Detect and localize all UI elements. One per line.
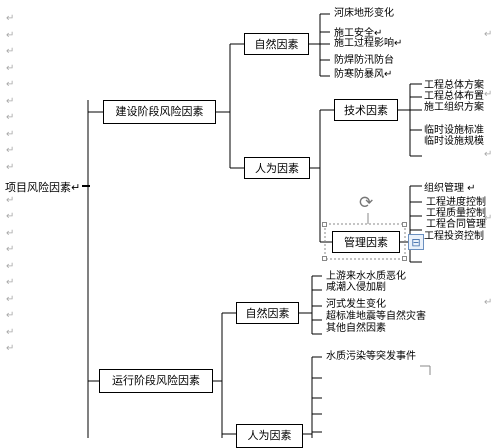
leaf-other-natural-factors: 其他自然因素 [326, 323, 386, 334]
paragraph-mark: ↵ [6, 261, 15, 272]
paragraph-mark: ↵ [6, 211, 15, 222]
paragraph-mark: ↵ [484, 297, 493, 308]
leaf-upstream-water-quality: 上游来水水质恶化 [326, 271, 406, 282]
rotate-handle-icon[interactable]: ⟳ [359, 193, 374, 213]
node-technical-factors[interactable]: 技术因素 [334, 99, 398, 121]
leaf-contract-management: 工程合同管理 [426, 219, 486, 230]
node-operation-human[interactable]: 人为因素 [236, 424, 303, 448]
paragraph-mark: ↵ [6, 112, 15, 123]
leaf-earthquake-disasters: 超标准地震等自然灾害 [326, 311, 426, 322]
leaf-temporary-facility-scale: 临时设施规模 [424, 136, 484, 147]
leaf-construction-organization-plan: 施工组织方案 [424, 102, 484, 113]
node-management-factors[interactable]: 管理因素 [332, 231, 400, 253]
paragraph-mark: ↵ [484, 29, 493, 40]
paragraph-mark: ↵ [484, 149, 493, 160]
selection-handle[interactable] [322, 222, 327, 227]
paragraph-mark: ↵ [6, 129, 15, 140]
paragraph-mark: ↵ [6, 228, 15, 239]
paragraph-mark: ↵ [484, 89, 493, 100]
leaf-salt-tide-intrusion: 咸潮入侵加剧 [326, 282, 386, 293]
paragraph-mark: ↵ [6, 13, 15, 24]
paragraph-mark: ↵ [6, 310, 15, 321]
leaf-overall-plan: 工程总体方案 [424, 80, 484, 91]
paragraph-mark: ↵ [484, 213, 493, 224]
node-operation-phase[interactable]: 运行阶段风险因素 [99, 369, 213, 393]
leaf-riverbed-change: 河床地形变化 [334, 8, 394, 19]
connector-lines [82, 13, 431, 438]
leaf-flood-typhoon-prevention: 防焊防汛防台 [334, 55, 394, 66]
leaf-temporary-facility-standard: 临时设施标准 [424, 125, 484, 136]
paragraph-mark: ↵ [6, 145, 15, 156]
paragraph-mark: ↵ [6, 96, 15, 107]
root-label: 项目风险因素↵ [5, 181, 81, 194]
leaf-pollution-emergency: 水质污染等突发事件 [326, 351, 416, 362]
leaf-overall-layout: 工程总体布置 [424, 91, 484, 102]
leaf-organization-management: 组织管理 ↵ [424, 183, 476, 194]
paragraph-mark: ↵ [6, 63, 15, 74]
node-operation-natural[interactable]: 自然因素 [236, 302, 299, 324]
node-construction-human[interactable]: 人为因素 [244, 157, 310, 179]
paragraph-mark: ↵ [6, 195, 15, 206]
node-construction-phase[interactable]: 建设阶段风险因素 [103, 100, 216, 124]
paragraph-mark: ↵ [6, 327, 15, 338]
leaf-investment-control: 工程投资控制 [424, 231, 484, 242]
leaf-cold-storm-prevention: 防寒防暴风↵ [334, 69, 393, 80]
layout-options-icon[interactable]: ⊟ [408, 234, 424, 250]
paragraph-mark: ↵ [6, 343, 15, 354]
leaf-quality-control: 工程质量控制 [426, 208, 486, 219]
node-construction-natural[interactable]: 自然因素 [244, 33, 309, 55]
selection-handle[interactable] [322, 256, 327, 261]
paragraph-mark: ↵ [6, 277, 15, 288]
paragraph-mark: ↵ [6, 30, 15, 41]
paragraph-mark: ↵ [6, 294, 15, 305]
leaf-construction-safety: 施工安全↵ [334, 28, 383, 39]
leaf-schedule-control: 工程进度控制 [426, 197, 486, 208]
selection-handle[interactable] [402, 222, 407, 227]
paragraph-mark: ↵ [6, 244, 15, 255]
paragraph-mark: ↵ [6, 46, 15, 57]
leaf-river-pattern-change: 河式发生变化 [326, 299, 386, 310]
paragraph-mark: ↵ [6, 162, 15, 173]
leaf-construction-impact: 施工过程影响↵ [334, 38, 403, 49]
selection-handle[interactable] [402, 256, 407, 261]
paragraph-mark: ↵ [6, 79, 15, 90]
